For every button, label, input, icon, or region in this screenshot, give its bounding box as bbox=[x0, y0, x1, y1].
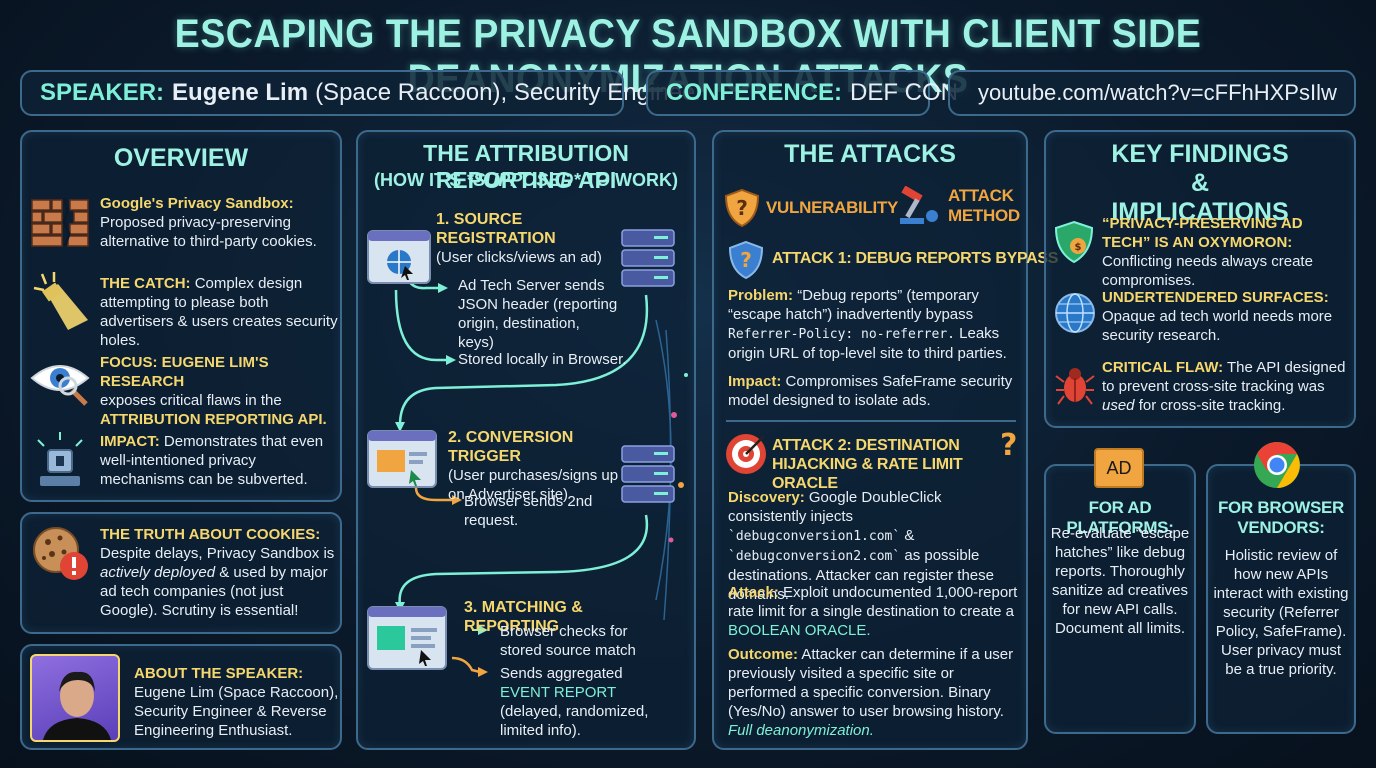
attack2-discovery: Discovery: Google DoubleClick consistent… bbox=[728, 489, 994, 603]
cookie-warning-icon bbox=[33, 527, 88, 580]
ad-platforms-text: Re-evaluate “escape hatches” like debug … bbox=[1050, 525, 1190, 637]
attacks-panel bbox=[712, 130, 1028, 750]
target-icon bbox=[726, 434, 766, 474]
video-url: youtube.com/watch?v=cFFhHXPsIlw bbox=[978, 80, 1337, 105]
bug-icon bbox=[1055, 368, 1095, 405]
spotlight-icon bbox=[33, 272, 88, 330]
overview-heading: OVERVIEW bbox=[113, 144, 249, 172]
step2-request: Browser sends 2nd request. bbox=[464, 493, 593, 529]
attack-tools-icon bbox=[900, 186, 938, 224]
broken-lock-icon bbox=[37, 432, 83, 486]
video-link[interactable]: youtube.com/watch?v=cFFhHXPsIlw bbox=[948, 70, 1356, 116]
step1: 1. SOURCE REGISTRATION(User clicks/views… bbox=[436, 211, 602, 266]
step1-stored: Stored locally in Browser. bbox=[458, 351, 627, 368]
speaker-label: SPEAKER: bbox=[40, 79, 165, 106]
conference-label: CONFERENCE: bbox=[666, 79, 843, 106]
browser-vendors-heading: FOR BROWSER VENDORS: bbox=[1217, 498, 1345, 537]
ad-platforms-panel bbox=[1044, 464, 1196, 734]
browser-vendors-panel bbox=[1206, 464, 1356, 734]
broken-brick-wall-icon bbox=[31, 197, 89, 247]
flow-lines bbox=[394, 259, 688, 677]
step3: 3. MATCHING & REPORTING bbox=[464, 599, 583, 635]
attack2-outcome: Outcome: Attacker can determine if a use… bbox=[728, 646, 1014, 739]
overview-item-sandbox: Google's Privacy Sandbox:Proposed privac… bbox=[100, 195, 317, 250]
findings-heading: KEY FINDINGS & IMPLICATIONS bbox=[1111, 140, 1289, 226]
step1-server: Ad Tech Server sends JSON header (report… bbox=[458, 277, 618, 351]
chrome-icon bbox=[1254, 442, 1300, 488]
server-icon bbox=[621, 229, 675, 287]
browser-vendors-text: Holistic review of how new APIs interact… bbox=[1213, 547, 1349, 678]
speaker-name: Eugene Lim bbox=[172, 79, 309, 106]
conference-pill: CONFERENCE: DEF CON bbox=[646, 70, 958, 116]
server-icon bbox=[621, 445, 675, 503]
question-mark-icon: ? bbox=[1000, 428, 1018, 463]
api-subheading: (HOW IT'S *SUPPOSED* TO WORK) bbox=[374, 170, 678, 190]
api-heading: THE ATTRIBUTION REPORTING API bbox=[423, 140, 629, 193]
ad-badge: AD bbox=[1106, 457, 1132, 478]
browser-report-icon bbox=[367, 606, 447, 670]
speaker-pill: SPEAKER: Eugene Lim (Space Raccoon), Sec… bbox=[20, 70, 703, 116]
finding-critical-flaw: CRITICAL FLAW: The API designed to preve… bbox=[1102, 359, 1346, 414]
shield-ad-icon: $ bbox=[1054, 220, 1094, 264]
attack2-title: ATTACK 2: DESTINATION HIJACKING & RATE L… bbox=[772, 437, 963, 492]
browser-checkout-icon bbox=[367, 430, 437, 488]
overview-panel: OVERVIEW bbox=[20, 130, 342, 502]
svg-text:?: ? bbox=[736, 196, 748, 220]
legend-vulnerability: VULNERABILITY bbox=[766, 198, 899, 217]
eye-magnifier-icon bbox=[30, 365, 90, 406]
attack1-title: ATTACK 1: DEBUG REPORTS BYPASS bbox=[772, 250, 1059, 267]
attack1-impact: Impact: Compromises SafeFrame security m… bbox=[728, 373, 1013, 409]
svg-text:$: $ bbox=[1075, 242, 1082, 253]
shield-question-icon: ? bbox=[724, 188, 760, 228]
ad-folder-icon: AD bbox=[1094, 448, 1144, 488]
shield-question-icon: ? bbox=[728, 240, 764, 280]
attacks-heading: THE ATTACKS bbox=[784, 140, 956, 168]
step3-check: Browser checks for stored source match bbox=[500, 623, 636, 659]
finding-oxymoron: “PRIVACY-PRESERVING AD TECH” IS AN OXYMO… bbox=[1102, 215, 1313, 289]
finding-surfaces: UNDERTENDERED SURFACES:Opaque ad tech wo… bbox=[1102, 289, 1333, 344]
attacks-divider bbox=[726, 420, 1016, 422]
findings-panel bbox=[1044, 130, 1356, 428]
svg-text:?: ? bbox=[740, 248, 752, 272]
overview-item-catch: THE CATCH: Complex design attempting to … bbox=[100, 275, 338, 349]
globe-icon bbox=[1055, 293, 1095, 333]
speaker-role: (Space Raccoon), Security Engineer bbox=[315, 79, 704, 106]
avatar bbox=[30, 654, 120, 742]
browser-globe-icon bbox=[367, 230, 431, 284]
legend-attack-method: ATTACK METHOD bbox=[948, 186, 1020, 225]
ad-platforms-heading: FOR AD PLATFORMS: bbox=[1066, 498, 1174, 537]
attack1-problem: Problem: “Debug reports” (temporary “esc… bbox=[728, 287, 1007, 362]
about-text: ABOUT THE SPEAKER:Eugene Lim (Space Racc… bbox=[134, 665, 339, 739]
overview-item-impact: IMPACT: Demonstrates that even well-inte… bbox=[100, 433, 324, 488]
attack2-attack: Attack: Exploit undocumented 1,000-repor… bbox=[728, 584, 1018, 639]
cookies-text: THE TRUTH ABOUT COOKIES:Despite delays, … bbox=[100, 526, 335, 619]
step2: 2. CONVERSION TRIGGER(User purchases/sig… bbox=[448, 429, 619, 503]
conference-value: DEF CON bbox=[850, 79, 959, 106]
